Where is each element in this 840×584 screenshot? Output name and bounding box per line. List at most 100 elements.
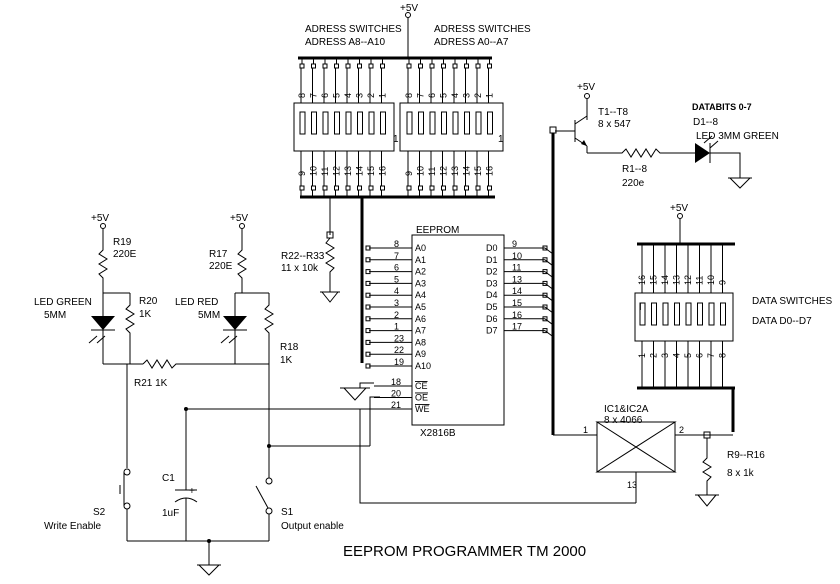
pullup-resistor-network: R22--R33 11 x 10k (281, 197, 340, 303)
eeprom-data-pin-label: D5 (486, 302, 498, 312)
svg-text:1: 1 (498, 134, 504, 145)
svg-text:R20: R20 (139, 296, 158, 307)
data-switch-pin-label: 2 (649, 353, 659, 358)
eeprom-address-pin-number: 22 (394, 345, 404, 355)
eeprom-control-pin-label: OE (415, 393, 428, 403)
dip-address-low-pin-label: 16 (485, 166, 495, 176)
data-switch-toggle (651, 302, 657, 326)
eeprom-title: EEPROM (416, 225, 459, 236)
eeprom-address-pin-number: 7 (394, 251, 399, 261)
eeprom-data-pin-label: D6 (486, 314, 498, 324)
svg-text:1K: 1K (280, 355, 293, 366)
svg-text:C1: C1 (162, 473, 175, 484)
data-switch-pin-label: 11 (695, 276, 705, 285)
address-switches-low-label: ADRESS SWITCHES (434, 24, 531, 35)
eeprom-address-pin-number: 8 (394, 239, 399, 249)
dip-address-high-pin-label: 10 (309, 166, 319, 176)
svg-text:LED GREEN: LED GREEN (34, 297, 92, 308)
eeprom-address-pin-number: 6 (394, 263, 399, 273)
eeprom-address-pin-label: A2 (415, 267, 426, 277)
eeprom-data-pin-label: D3 (486, 278, 498, 288)
dip-address-low-pin-label: 11 (427, 167, 437, 176)
svg-text:S1: S1 (281, 507, 294, 518)
eeprom-address-pin-label: A7 (415, 326, 426, 336)
ce-ground (340, 382, 374, 401)
svg-text:T1--T8: T1--T8 (598, 107, 628, 118)
svg-text:R19: R19 (113, 237, 132, 248)
data-switch-pin-label: 10 (706, 275, 716, 285)
svg-text:220e: 220e (622, 178, 645, 189)
dip-address-high-toggle (368, 111, 375, 135)
data-switch-pin-label: 12 (683, 275, 693, 285)
dip-address-low-pin-label: 9 (404, 171, 414, 176)
dip-address-high-pin-label: 3 (355, 93, 365, 98)
dip-address-low-toggle (475, 111, 482, 135)
svg-text:+: + (189, 486, 195, 497)
eeprom-address-pin-label: A3 (415, 278, 426, 288)
eeprom-control-pin-number: 20 (391, 389, 401, 399)
data-switch-toggle (662, 302, 669, 326)
eeprom-data-pin-number: 9 (512, 239, 517, 249)
dip-address-high-toggle (311, 111, 317, 135)
dip-address-low-toggle (464, 111, 470, 135)
dip-address-high-pin-label: 1 (378, 93, 388, 98)
svg-text:+5V: +5V (670, 203, 688, 214)
eeprom-control-pin-number: 18 (391, 377, 401, 387)
dip-address-low-pin-label: 5 (439, 93, 449, 98)
address-range-high-label: ADRESS A8--A10 (305, 37, 385, 48)
svg-text:8 x 547: 8 x 547 (598, 119, 631, 130)
eeprom-address-pin-label: A9 (415, 349, 426, 359)
dip-address-high-pin-label: 15 (366, 166, 376, 176)
data-switch-pin-label: 1 (637, 353, 647, 358)
dip-address-high-toggle (299, 111, 306, 135)
dip-address-high-pin-label: 5 (332, 93, 342, 98)
address-switches-high-label: ADRESS SWITCHES (305, 24, 402, 35)
dip-address-high-toggle (322, 111, 329, 135)
svg-text:DATABITS 0-7: DATABITS 0-7 (692, 102, 752, 112)
eeprom-address-pin-number: 23 (394, 333, 404, 343)
eeprom-data-pin-number: 15 (512, 298, 522, 308)
svg-text:2: 2 (679, 425, 684, 435)
eeprom-address-pin-label: A10 (415, 361, 431, 371)
dip-address-low-pin-label: 10 (416, 166, 426, 176)
dip-address-high-pin-label: 11 (320, 167, 330, 176)
dip-address-low-pin-label: 2 (473, 93, 483, 98)
svg-text:5MM: 5MM (198, 310, 220, 321)
dip-address-high-pin-label: 8 (297, 93, 307, 98)
eeprom-data-pin-label: D0 (486, 243, 498, 253)
dip-address-low-toggle (429, 111, 436, 135)
data-switch-pin-label: 6 (695, 353, 705, 358)
dip-address-low-pin-label: 1 (485, 93, 495, 98)
eeprom-address-pin-number: 3 (394, 298, 399, 308)
svg-text:5MM: 5MM (44, 310, 66, 321)
eeprom-address-pin-label: A0 (415, 243, 426, 253)
dip-address-high-pin-label: 12 (332, 166, 342, 176)
dip-address-low-pin-label: 8 (404, 93, 414, 98)
svg-text:Output enable: Output enable (281, 521, 344, 532)
svg-text:+5V: +5V (91, 213, 109, 224)
svg-text:1: 1 (583, 425, 588, 435)
dip-address-high-pin-label: 2 (366, 93, 376, 98)
data-switch-toggle (708, 302, 715, 326)
address-range-low-label: ADRESS A0--A7 (434, 37, 509, 48)
eeprom-control-pin-label: WE (415, 404, 430, 414)
dip-address-low-toggle (441, 111, 447, 135)
dip-address-high-toggle (334, 111, 340, 135)
svg-text:LED RED: LED RED (175, 297, 218, 308)
svg-text:D1--8: D1--8 (693, 117, 718, 128)
dip-address-high-toggle (357, 111, 363, 135)
dip-address-high-pin-label: 4 (343, 93, 353, 98)
eeprom-data-pin-number: 11 (512, 263, 521, 273)
dip-address-low-toggle (452, 111, 459, 135)
svg-text:220E: 220E (113, 249, 137, 260)
eeprom-address-pin-number: 19 (394, 357, 404, 367)
eeprom-data-pin-number: 16 (512, 310, 522, 320)
svg-text:+5V: +5V (230, 213, 248, 224)
data-switch-block: +5V I DATA SWITCHES DATA D0--D7 16115214… (634, 203, 833, 432)
top-supply: +5V (298, 3, 492, 60)
